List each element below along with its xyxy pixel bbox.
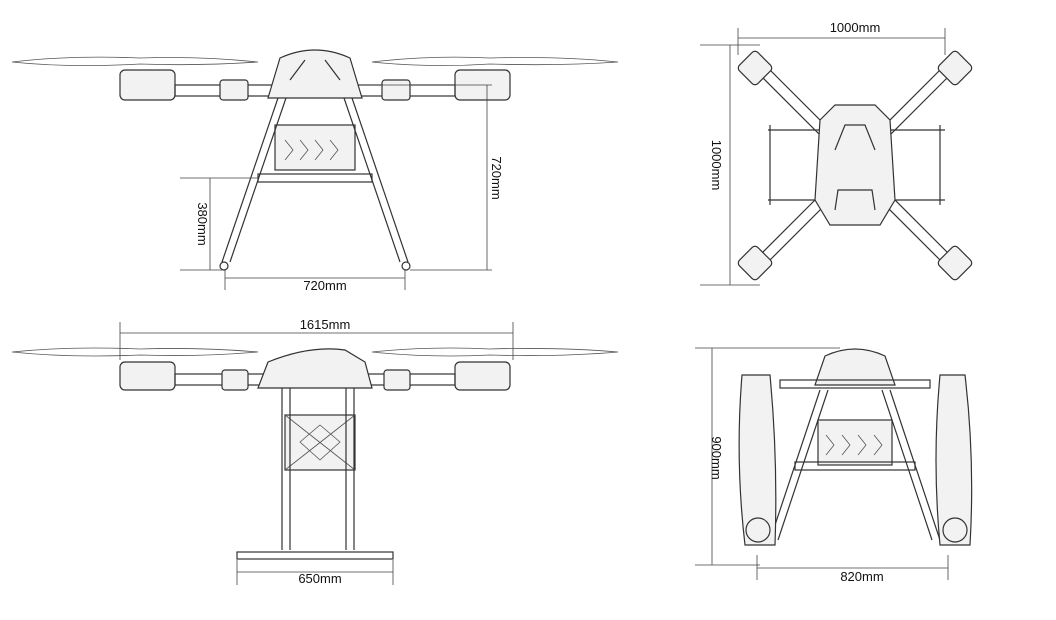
- body-hub: [267, 49, 363, 99]
- body-side: [257, 348, 373, 389]
- dim-leg-span: 720mm: [303, 278, 346, 293]
- dim-folded-width: 820mm: [840, 569, 883, 584]
- dim-side-span: 1615mm: [300, 317, 351, 332]
- propeller-right-side: [371, 347, 619, 357]
- legs-side: [281, 388, 355, 550]
- folded-arm-right: [935, 374, 973, 546]
- skid: [236, 551, 394, 560]
- leg-crossbar: [257, 173, 373, 183]
- folded-arm-left: [738, 374, 777, 546]
- body-top: [814, 104, 896, 226]
- motor-rl: [737, 245, 773, 281]
- motor-left: [119, 69, 176, 101]
- motor-rr: [937, 245, 973, 281]
- dim-crossbar-height: 380mm: [195, 202, 210, 245]
- motor-fl: [737, 50, 773, 86]
- dim-top-length: 1000mm: [709, 140, 724, 191]
- dim-front-height: 720mm: [489, 156, 504, 199]
- propeller-left: [11, 56, 259, 66]
- dim-top-width: 1000mm: [830, 20, 881, 35]
- payload-box: [274, 124, 356, 171]
- propeller-right: [371, 56, 619, 66]
- arm-joint-left: [219, 79, 249, 101]
- folded-view: 900mm 820mm: [695, 347, 973, 584]
- front-view: 720mm 380mm 720mm: [11, 49, 619, 293]
- payload-box-folded: [817, 419, 893, 466]
- propeller-left-side: [11, 347, 259, 357]
- side-view: 1615mm 650mm: [11, 317, 619, 586]
- dim-folded-height: 900mm: [709, 436, 724, 479]
- top-view: 1000mm 1000mm: [700, 20, 973, 286]
- motor-fr: [937, 50, 973, 86]
- arm-joint-right: [381, 79, 411, 101]
- body-folded: [814, 348, 896, 386]
- landing-legs: [221, 97, 409, 263]
- frame-arms: [759, 67, 951, 263]
- dim-skid-width: 650mm: [298, 571, 341, 586]
